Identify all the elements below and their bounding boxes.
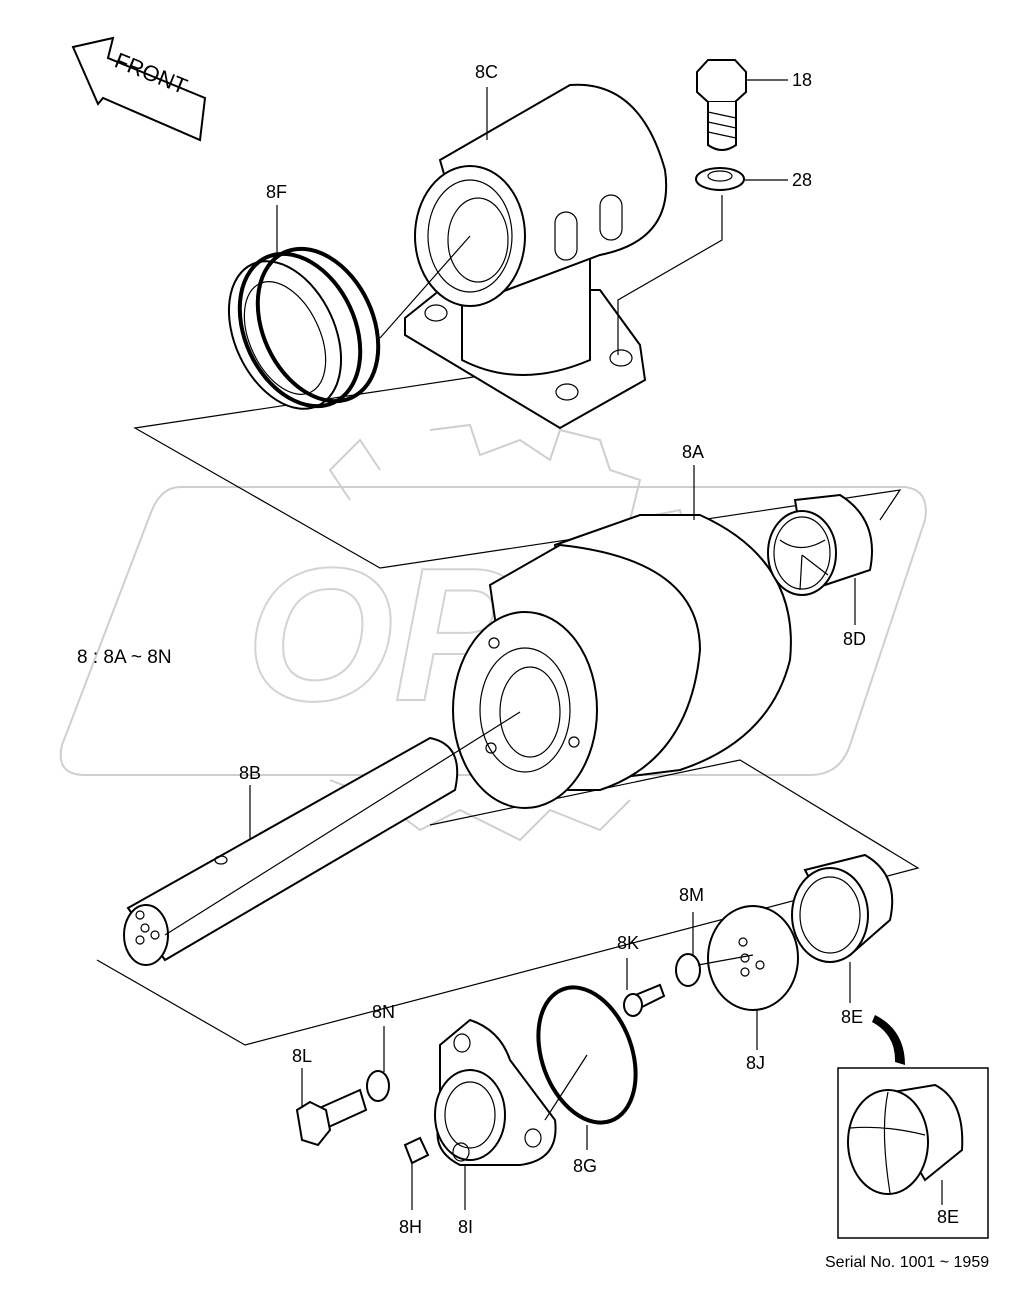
part-8C-housing	[404, 83, 668, 430]
label-28: 28	[792, 170, 812, 190]
label-8J: 8J	[746, 1053, 765, 1073]
label-8M: 8M	[679, 885, 704, 905]
part-8F-seal	[227, 246, 381, 410]
label-8N: 8N	[372, 1002, 395, 1022]
label-8K: 8K	[617, 933, 639, 953]
label-8D: 8D	[843, 629, 866, 649]
label-8A: 8A	[682, 442, 704, 462]
inset-arrow	[872, 1015, 905, 1065]
plane-lower	[96, 759, 920, 1046]
label-8E-inset: 8E	[937, 1207, 959, 1227]
label-8L: 8L	[292, 1046, 312, 1066]
part-8K-bolt	[623, 983, 666, 1017]
leader-lines	[164, 79, 856, 1210]
assembly-note: 8 : 8A ~ 8N	[77, 647, 172, 668]
label-8E: 8E	[841, 1007, 863, 1027]
part-8B-shaft	[123, 736, 459, 966]
part-8E-collar	[791, 853, 894, 963]
inset-8E-detail	[837, 1067, 989, 1239]
label-18: 18	[792, 70, 812, 90]
part-8L-bolt	[295, 1088, 368, 1147]
part-8H-fitting	[403, 1136, 430, 1165]
part-8J-plate	[707, 905, 799, 1011]
part-8G-oring	[536, 985, 638, 1125]
part-18-bolt	[696, 59, 747, 151]
serial-number: Serial No. 1001 ~ 1959	[825, 1254, 989, 1271]
part-28-washer	[695, 167, 745, 191]
watermark-frame	[59, 486, 927, 776]
label-8G: 8G	[573, 1156, 597, 1176]
label-8C: 8C	[475, 62, 498, 82]
part-8I-cover	[434, 1018, 557, 1166]
part-8M-washer	[675, 953, 701, 987]
part-8D-bushing	[767, 493, 873, 596]
label-8B: 8B	[239, 763, 261, 783]
label-8H: 8H	[399, 1217, 422, 1237]
part-8A-roller	[452, 514, 792, 809]
front-arrow: FRONT	[71, 36, 207, 142]
label-8F: 8F	[266, 182, 287, 202]
label-8I: 8I	[458, 1217, 473, 1237]
part-8N-washer	[366, 1070, 390, 1102]
part-labels: 8C 18 28 8F 8A 8D 8 : 8A ~ 8N 8B 8M 8K 8…	[77, 62, 989, 1271]
